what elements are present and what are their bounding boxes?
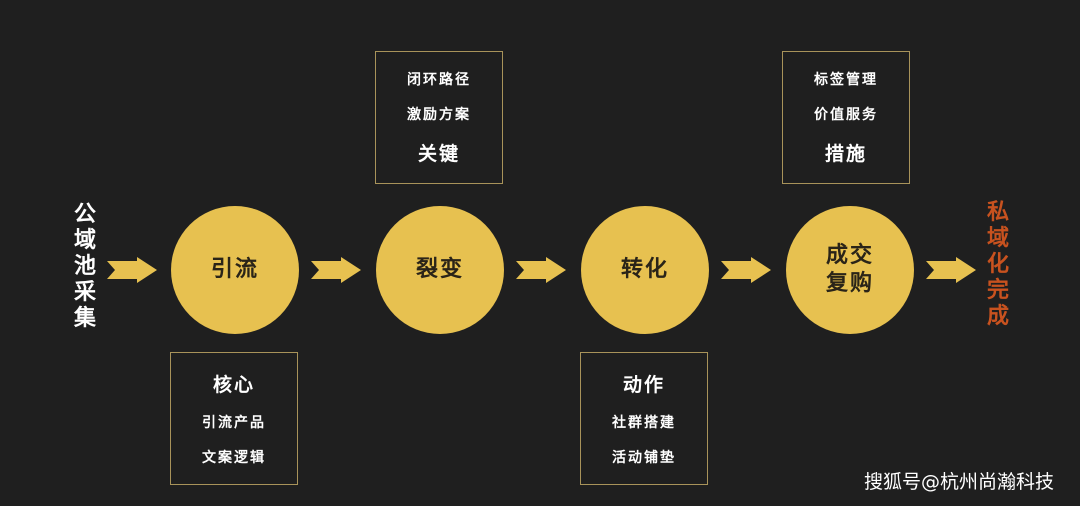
action-box: 动作 社群搭建 活动铺垫: [580, 352, 708, 485]
box-item: 闭环路径: [407, 72, 471, 89]
arrow-icon: [311, 257, 361, 283]
arrow-icon: [516, 257, 566, 283]
box-title: 措施: [824, 142, 867, 165]
end-label: 私域化完成: [986, 200, 1009, 329]
box-item: 标签管理: [814, 72, 878, 89]
box-title: 关键: [417, 142, 460, 165]
box-item: 社群搭建: [612, 414, 676, 431]
start-label: 公域池采集: [73, 202, 96, 331]
stage-label: 引流: [210, 257, 259, 282]
arrow-icon: [926, 257, 976, 283]
box-title: 核心: [212, 374, 255, 397]
box-item: 活动铺垫: [612, 449, 676, 466]
arrow-icon: [721, 257, 771, 283]
arrow-icon: [107, 257, 157, 283]
box-item: 激励方案: [407, 106, 471, 123]
stage-label: 成交 复购: [825, 243, 874, 296]
stage-label: 转化: [620, 257, 669, 282]
stage-repurchase: 成交 复购: [786, 206, 914, 334]
watermark: 搜狐号@杭州尚瀚科技: [863, 471, 1054, 493]
core-box: 核心 引流产品 文案逻辑: [170, 352, 298, 485]
stage-conversion: 转化: [581, 206, 709, 334]
box-item: 引流产品: [202, 414, 266, 431]
box-title: 动作: [622, 374, 665, 397]
box-item: 价值服务: [814, 106, 878, 123]
stage-traffic: 引流: [171, 206, 299, 334]
stage-label: 裂变: [415, 257, 464, 282]
box-item: 文案逻辑: [202, 449, 266, 466]
measure-box: 标签管理 价值服务 措施: [782, 51, 910, 184]
key-box: 闭环路径 激励方案 关键: [375, 51, 503, 184]
stage-fission: 裂变: [376, 206, 504, 334]
